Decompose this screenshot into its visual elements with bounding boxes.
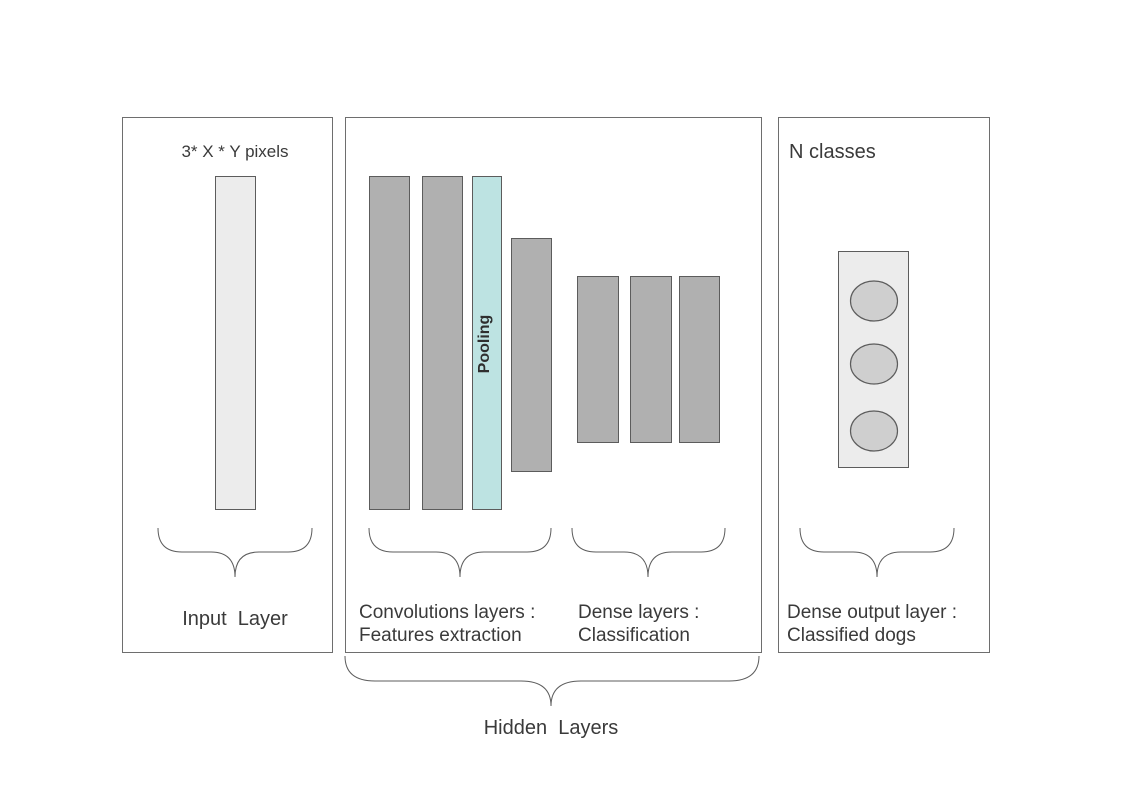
hidden-layers-label: Hidden Layers [484, 717, 619, 739]
conv-brace [368, 527, 552, 578]
input-layer-block [215, 176, 256, 510]
output-neuron-3 [849, 410, 899, 452]
dense-label-line1: Dense layers : [578, 602, 699, 623]
dense-label-line2: Classification [578, 625, 690, 646]
output-brace [799, 527, 955, 578]
hidden-layers-group: Hidden Layers [344, 655, 760, 739]
output-label-line2: Classified dogs [787, 625, 916, 646]
conv-label-line1: Convolutions layers : [359, 602, 535, 623]
input-brace [157, 527, 313, 578]
input-layer-panel: 3* X * Y pixels Input Layer [122, 117, 333, 653]
classes-label: N classes [789, 141, 876, 163]
conv-block-2 [422, 176, 463, 510]
pooling-label: Pooling [476, 315, 493, 374]
input-layer-label: Input Layer [182, 608, 288, 630]
output-neuron-1 [849, 280, 899, 322]
pooling-block [472, 176, 502, 510]
dense-brace [571, 527, 726, 578]
conv-label-line2: Features extraction [359, 625, 522, 646]
input-size-label: 3* X * Y pixels [181, 142, 288, 161]
output-label-line1: Dense output layer : [787, 602, 957, 623]
hidden-layers-panel: Pooling Convolutions layers : Features e… [345, 117, 762, 653]
dense-block-3 [679, 276, 720, 443]
dense-block-1 [577, 276, 619, 443]
conv-block-1 [369, 176, 410, 510]
dense-block-2 [630, 276, 672, 443]
output-neuron-2 [849, 343, 899, 385]
conv-block-3 [511, 238, 552, 472]
hidden-layers-brace [344, 655, 760, 707]
output-layer-panel: N classes Dense output layer : Classifie… [778, 117, 990, 653]
